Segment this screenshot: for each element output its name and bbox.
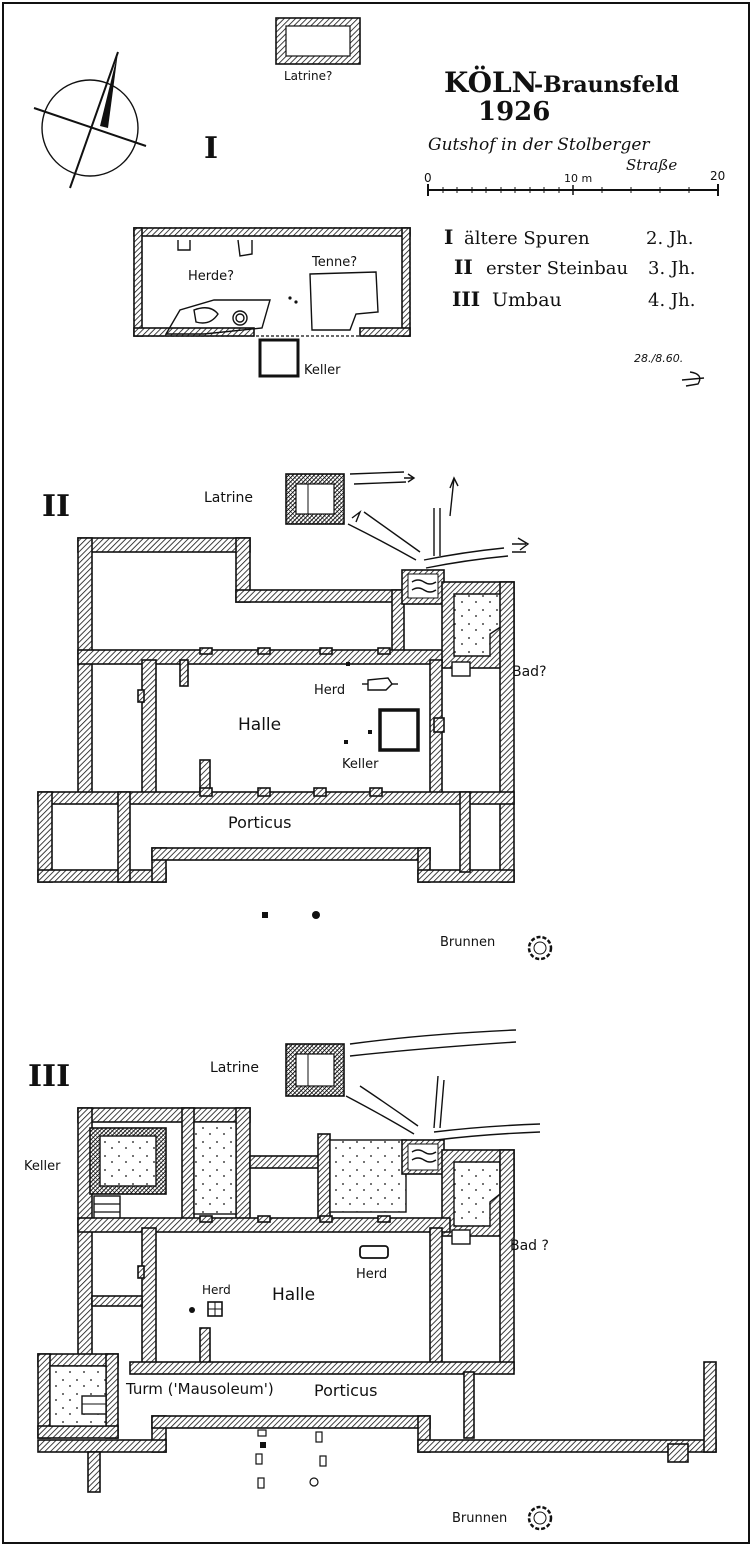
phase-2-numeral: II: [42, 489, 70, 524]
phase-2-cellar-label: Keller: [342, 757, 379, 772]
phase-2-hall-label: Halle: [238, 715, 281, 735]
signature-mark: 28./8.60.: [634, 352, 705, 387]
phase-1-latrine-label: Latrine?: [284, 69, 332, 83]
legend-numeral-2: II: [454, 255, 473, 279]
phase-2-plan: II Latrine Bad?: [37, 471, 553, 961]
signature-date: 28./8.60.: [634, 352, 683, 365]
scale-tick-0: 0: [424, 171, 432, 185]
phase-legend: I ältere Spuren 2. Jh. II erster Steinba…: [444, 225, 695, 311]
title-main: KÖLN: [444, 65, 537, 99]
subtitle-line-2: Straße: [626, 156, 677, 174]
legend-text-3: Umbau: [492, 289, 562, 311]
scale-tick-20: 20: [710, 169, 725, 183]
subtitle-line-1: Gutshof in der Stolberger: [428, 135, 650, 155]
phase-2-well-label: Brunnen: [440, 935, 495, 950]
phase-3-well-label: Brunnen: [452, 1511, 507, 1526]
phase-3-bath-label: Bad ?: [510, 1238, 549, 1254]
legend-text-1: ältere Spuren: [464, 228, 590, 249]
phase-3-cellar-label: Keller: [24, 1159, 61, 1174]
site-plan-drawing: KÖLN -Braunsfeld 1926 Gutshof in der Sto…: [24, 17, 725, 1531]
phase-2-latrine-label: Latrine: [204, 490, 253, 506]
phase-1-hearth-label: Herde?: [188, 269, 234, 284]
legend-numeral-1: I: [444, 225, 453, 249]
north-arrow-icon: [33, 51, 147, 189]
phase-3-porticus-label: Porticus: [314, 1381, 377, 1400]
legend-century-3: 4. Jh.: [648, 290, 695, 311]
phase-2-hearth-label: Herd: [314, 683, 345, 698]
phase-2-bath-label: Bad?: [512, 664, 547, 680]
legend-numeral-3: III: [452, 287, 480, 311]
title-suffix: -Braunsfeld: [534, 72, 679, 98]
phase-3-hearth-left-label: Herd: [202, 1283, 231, 1297]
phase-3-hearth-right-label: Herd: [356, 1267, 387, 1282]
phase-1-cellar-label: Keller: [304, 363, 341, 378]
phase-2-porticus-label: Porticus: [228, 813, 291, 832]
phase-1-numeral: I: [204, 131, 218, 166]
legend-century-1: 2. Jh.: [646, 228, 693, 249]
phase-3-numeral: III: [28, 1059, 70, 1094]
phase-3-tower-label: Turm ('Mausoleum'): [125, 1380, 274, 1398]
phase-3-plan: III Latrine Keller: [24, 1029, 717, 1531]
phase-3-latrine-label: Latrine: [210, 1060, 259, 1076]
scale-tick-10: 10 m: [564, 172, 592, 185]
legend-century-2: 3. Jh.: [648, 258, 695, 279]
phase-1-threshing-label: Tenne?: [311, 255, 357, 270]
phase-3-hall-label: Halle: [272, 1285, 315, 1305]
phase-1-plan: I Latrine? Herde? Tenne? Keller: [133, 17, 411, 378]
scale-bar: 0 10 m 20: [424, 169, 725, 196]
legend-text-2: erster Steinbau: [486, 258, 628, 279]
title-block: KÖLN -Braunsfeld 1926 Gutshof in der Sto…: [428, 65, 679, 174]
title-year: 1926: [478, 97, 550, 127]
